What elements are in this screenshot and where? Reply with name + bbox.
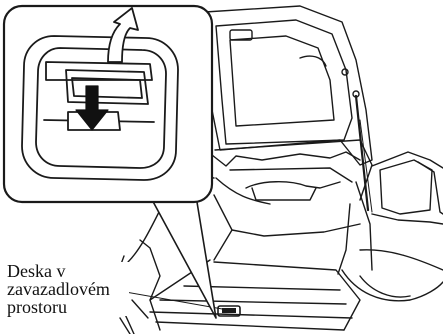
trunk-floor bbox=[150, 260, 360, 330]
hinge-bolt-icon bbox=[342, 69, 348, 75]
inset-box bbox=[4, 6, 212, 202]
deck-board-label: Deska v zavazadlovém prostoru bbox=[7, 262, 129, 316]
cargo-opening bbox=[212, 140, 372, 274]
car-body-side bbox=[342, 152, 443, 301]
label-line-2: zavazadlovém bbox=[7, 280, 127, 298]
label-line-1: Deska v bbox=[7, 262, 127, 280]
label-line-3: prostoru bbox=[7, 298, 127, 316]
gas-strut bbox=[356, 96, 372, 212]
